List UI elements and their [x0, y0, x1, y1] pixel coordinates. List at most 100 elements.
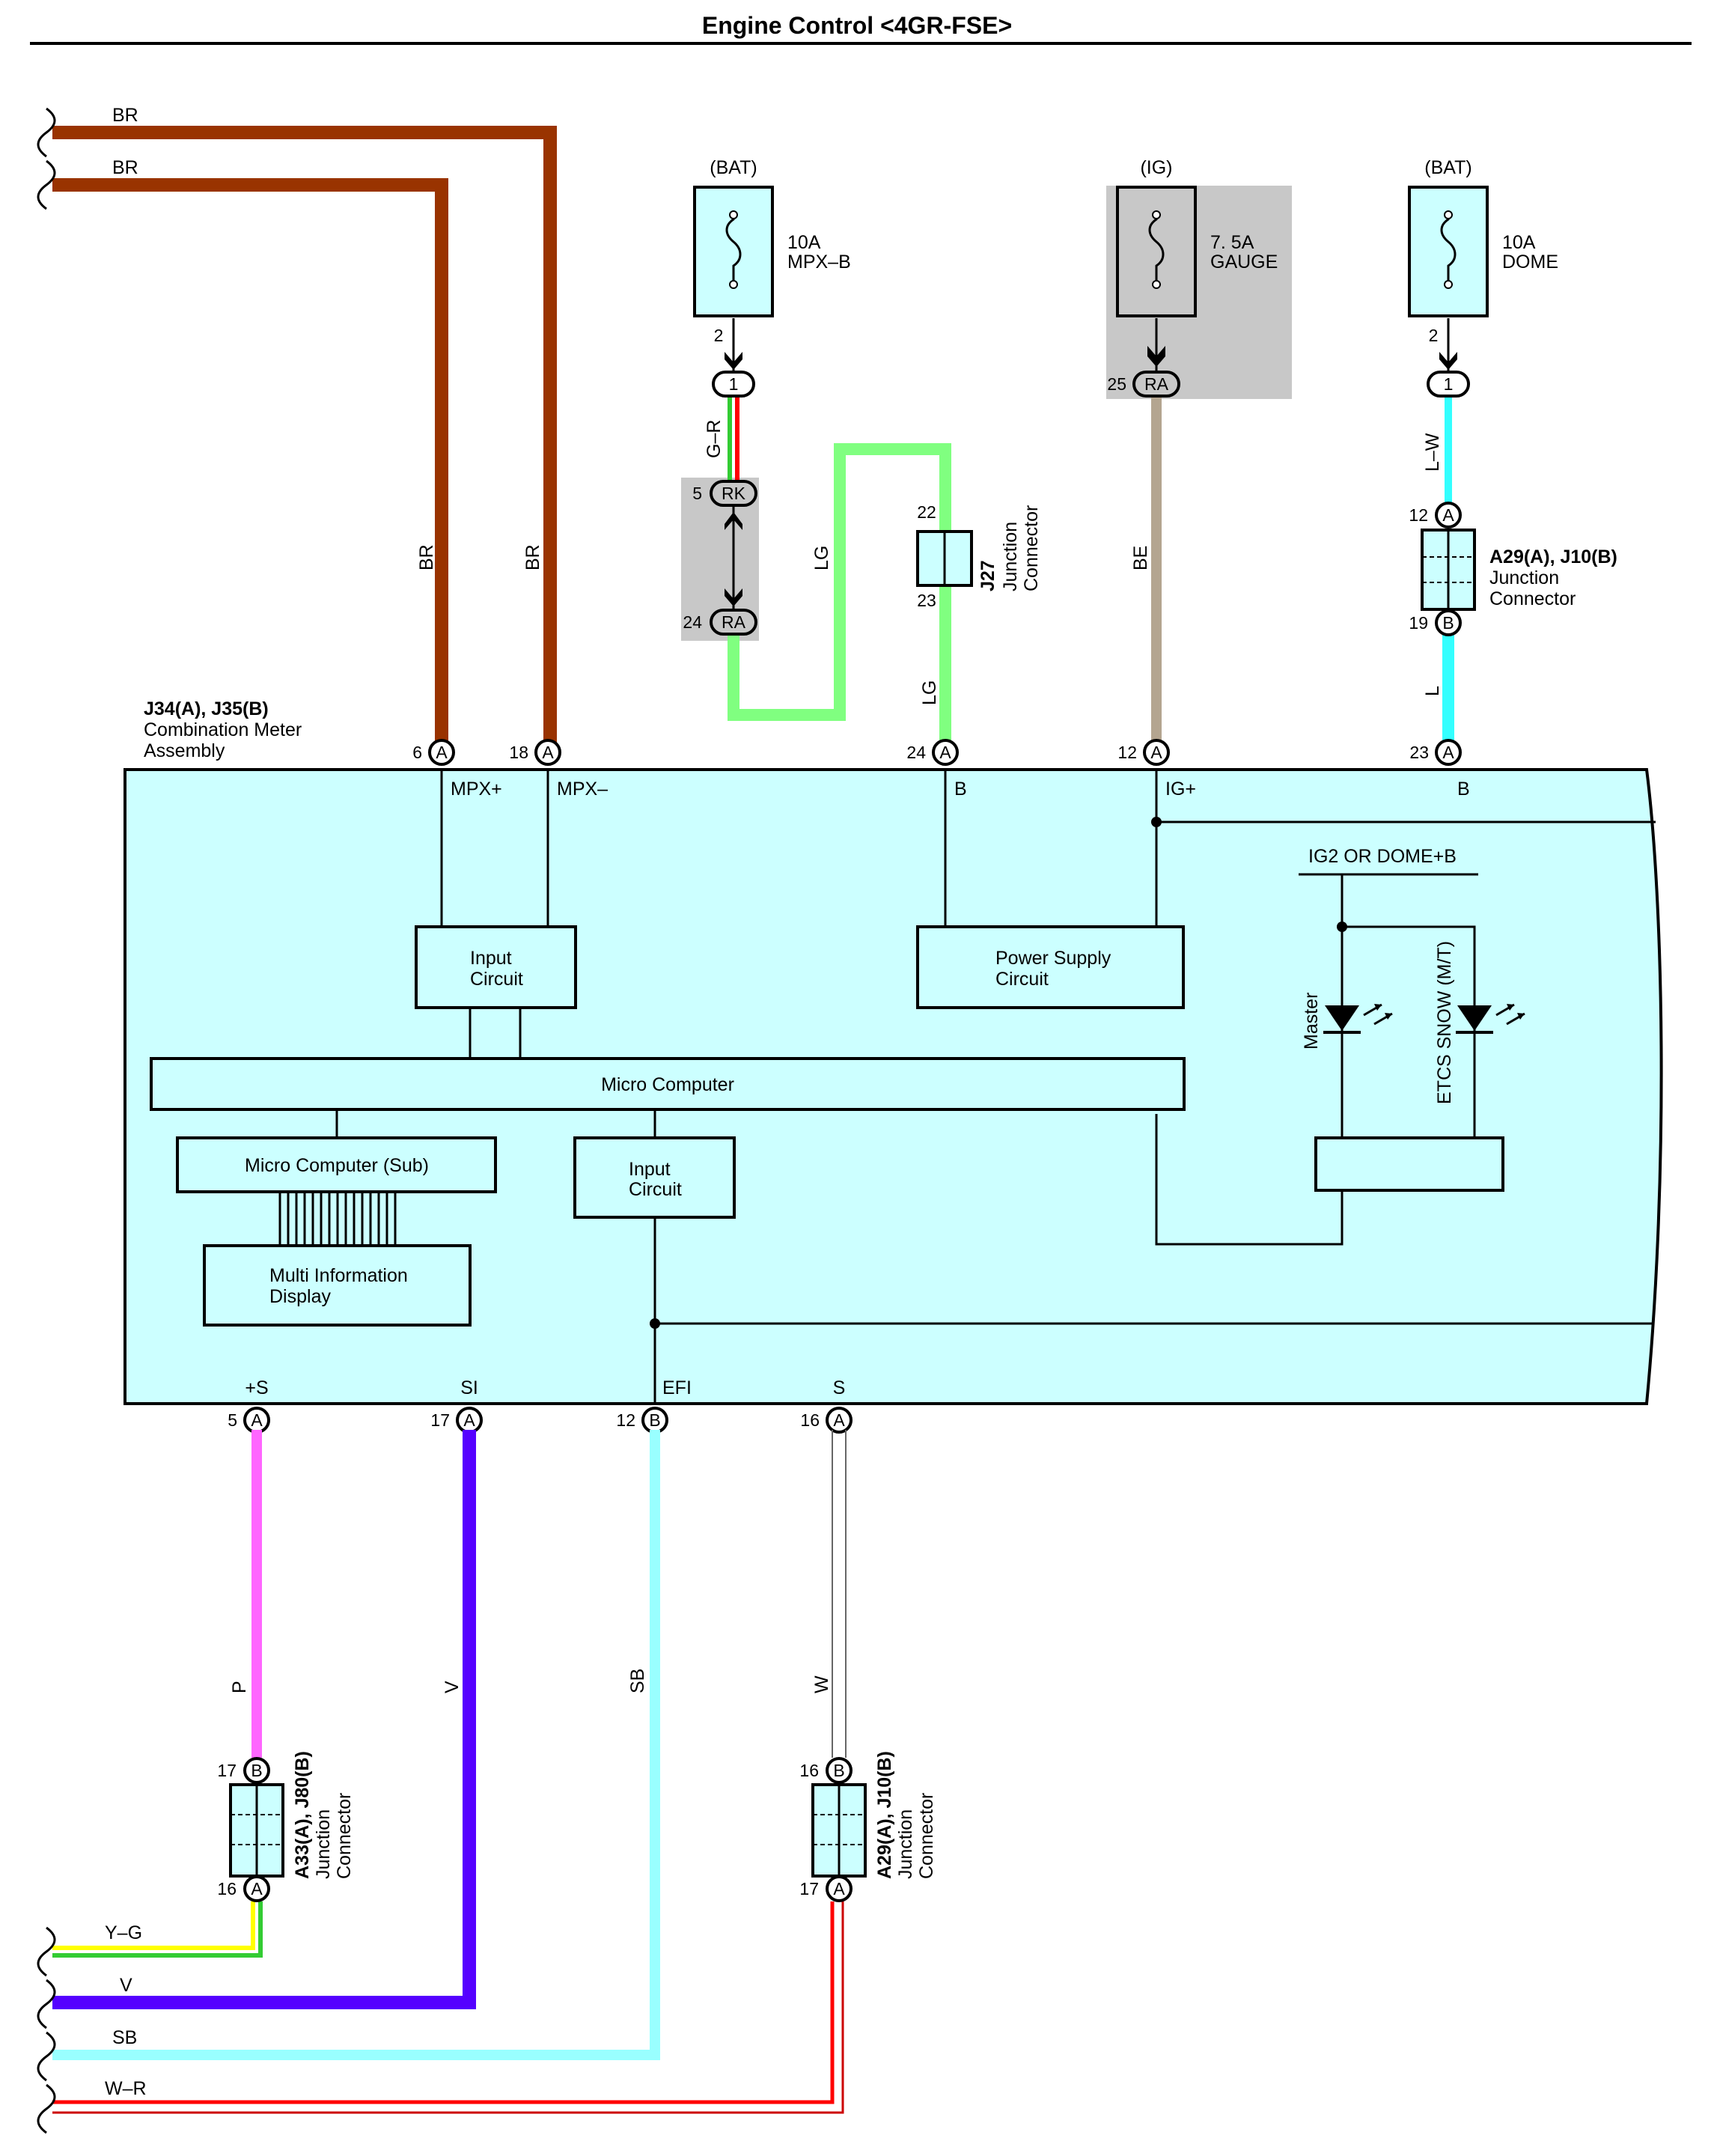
- pin-label: MPX+: [451, 779, 502, 800]
- svg-text:Circuit: Circuit: [629, 1179, 682, 1200]
- svg-text:16: 16: [799, 1761, 819, 1780]
- connector-dome-1: 1: [1427, 371, 1470, 398]
- fuse-dome-source: (BAT): [1424, 157, 1471, 178]
- svg-text:Connector: Connector: [916, 1793, 937, 1879]
- fuse-mpxb-source: (BAT): [710, 157, 757, 178]
- svg-text:16: 16: [217, 1879, 237, 1898]
- svg-text:17: 17: [217, 1761, 237, 1780]
- wire-label-be: BE: [1130, 546, 1151, 570]
- pin-connector-letter: A: [463, 1410, 475, 1430]
- wire-label-v-left: V: [120, 1975, 132, 1996]
- fuse-dome-pin: 2: [1429, 326, 1439, 345]
- wire-label-lg-1: LG: [811, 546, 832, 570]
- svg-text:Circuit: Circuit: [470, 969, 523, 990]
- svg-text:Power Supply: Power Supply: [995, 948, 1111, 969]
- diagram-title: Engine Control <4GR-FSE>: [702, 12, 1012, 39]
- svg-text:17: 17: [799, 1879, 819, 1898]
- pin-number: 24: [906, 743, 926, 762]
- fuse-mpxb-name: MPX–B: [787, 252, 851, 272]
- wire-label-sb-left: SB: [112, 2027, 137, 2048]
- fuse-dome-rating: 10A: [1502, 232, 1536, 253]
- pin-label: +S: [245, 1377, 268, 1398]
- svg-text:A29(A), J10(B): A29(A), J10(B): [1489, 546, 1617, 567]
- wire-label-w: W: [811, 1675, 832, 1693]
- svg-text:Micro Computer (Sub): Micro Computer (Sub): [245, 1155, 429, 1176]
- svg-text:19: 19: [1409, 613, 1428, 633]
- pin-label: B: [1457, 779, 1470, 800]
- pin-connector-letter: A: [1150, 743, 1162, 762]
- led-section: IG2 OR DOME+B Master ETCS SNOW (M/T): [1299, 846, 1525, 1192]
- pin-label: IG+: [1165, 779, 1196, 800]
- pin-label: SI: [460, 1377, 478, 1398]
- wire-wr-line: [52, 1901, 844, 2114]
- fuse-gauge-name: GAUGE: [1210, 252, 1278, 272]
- fuse-mpxb: (BAT) 10A MPX–B 2: [693, 157, 851, 370]
- wire-label-l: L: [1422, 686, 1443, 696]
- svg-text:J27: J27: [978, 560, 998, 591]
- line-micro-led: [1155, 1114, 1344, 1246]
- block-input-circuit-1: Input Circuit: [415, 925, 577, 1009]
- block-input-circuit-2: Input Circuit: [573, 1136, 736, 1219]
- fuse-mpxb-rating: 10A: [787, 232, 821, 253]
- junction-j27: 22 23 J27 Junction Connector: [916, 502, 1042, 610]
- pin-number: 18: [509, 743, 528, 762]
- fuse-dome: (BAT) 10A DOME 2: [1408, 157, 1558, 370]
- etcs-led-icon: [1457, 1005, 1492, 1031]
- pin-label: B: [954, 779, 967, 800]
- svg-text:23: 23: [917, 591, 936, 610]
- pin-number: 12: [616, 1410, 635, 1430]
- svg-text:Input: Input: [470, 948, 512, 969]
- fuse-gauge: (IG) 7. 5A GAUGE: [1116, 157, 1278, 367]
- svg-text:1: 1: [1444, 374, 1454, 394]
- meter-name-1: Combination Meter: [144, 719, 302, 740]
- wire-label-yg: Y–G: [105, 1922, 142, 1943]
- wire-label-br-2: BR: [112, 157, 138, 178]
- pin-number: 12: [1117, 743, 1137, 762]
- pin-connector-letter: A: [251, 1410, 263, 1430]
- wire-label-br-v2: BR: [522, 544, 543, 570]
- svg-text:Micro Computer: Micro Computer: [601, 1074, 734, 1095]
- connector-mpxb-1: 1: [712, 371, 755, 398]
- wire-label-lg-2: LG: [919, 680, 940, 705]
- gauge-shade: [1106, 186, 1292, 399]
- svg-text:Multi Information: Multi Information: [269, 1265, 408, 1286]
- svg-text:Connector: Connector: [1021, 505, 1042, 591]
- pin-number: 23: [1409, 743, 1429, 762]
- svg-text:Input: Input: [629, 1159, 671, 1180]
- wire-yg-green: [52, 1901, 263, 1958]
- fuse-dome-name: DOME: [1502, 252, 1558, 272]
- svg-text:B: B: [251, 1761, 262, 1780]
- led-etcs-label: ETCS SNOW (M/T): [1434, 941, 1455, 1104]
- wire-br-1: [52, 126, 557, 752]
- wire-v: [52, 1430, 476, 2009]
- svg-text:22: 22: [917, 502, 936, 522]
- svg-text:5: 5: [692, 484, 702, 503]
- wire-label-wr-left: W–R: [105, 2078, 147, 2099]
- svg-text:Display: Display: [269, 1286, 331, 1307]
- svg-text:25: 25: [1107, 374, 1126, 394]
- wire-label-br-1: BR: [112, 105, 138, 126]
- wire-wr-red: [52, 1901, 835, 2104]
- svg-text:A: A: [251, 1879, 263, 1898]
- meter-name-2: Assembly: [144, 740, 225, 761]
- mid-bus: [278, 1192, 397, 1246]
- wire-label-lw: L–W: [1422, 433, 1443, 472]
- wire-sb: [52, 1430, 660, 2060]
- block-micro-computer-sub: Micro Computer (Sub): [176, 1136, 497, 1193]
- pin-label: S: [833, 1377, 846, 1398]
- master-led-icon: [1325, 1005, 1359, 1031]
- wire-label-v: V: [442, 1681, 463, 1693]
- pin-connector-letter: A: [436, 743, 448, 762]
- pin-connector-letter: A: [542, 743, 554, 762]
- ig2-label: IG2 OR DOME+B: [1308, 846, 1457, 867]
- svg-text:Junction: Junction: [1000, 522, 1021, 591]
- svg-text:Junction: Junction: [313, 1809, 334, 1879]
- svg-text:RA: RA: [722, 612, 746, 632]
